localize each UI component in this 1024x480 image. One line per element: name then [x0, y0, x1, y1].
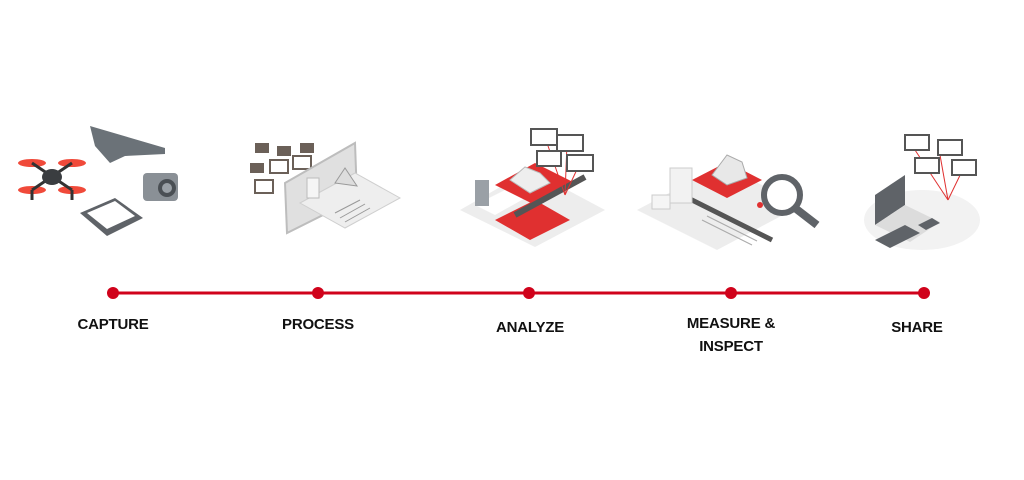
stage-label-capture: CAPTURE	[77, 316, 149, 333]
timeline-dot-share	[918, 287, 930, 299]
timeline-dot-measure	[725, 287, 737, 299]
magnifier-map-icon	[637, 154, 820, 250]
timeline-dot-process	[312, 287, 324, 299]
monitor-photos-icon	[250, 141, 402, 235]
timeline-dot-capture	[107, 287, 119, 299]
drone-camera-tablet-icon	[18, 126, 178, 236]
laptop-share-icon	[864, 134, 980, 250]
stage-label-analyze: ANALYZE	[495, 319, 565, 336]
map-model-icon	[460, 128, 605, 247]
stage-label-measure-line1: MEASURE &	[686, 315, 776, 332]
timeline-dot-analyze	[523, 287, 535, 299]
stage-label-measure: MEASURE & INSPECT	[651, 312, 811, 358]
stage-label-measure-line2: INSPECT	[699, 338, 763, 355]
stage-label-share: SHARE	[891, 319, 943, 336]
stage-label-process: PROCESS	[282, 316, 354, 333]
